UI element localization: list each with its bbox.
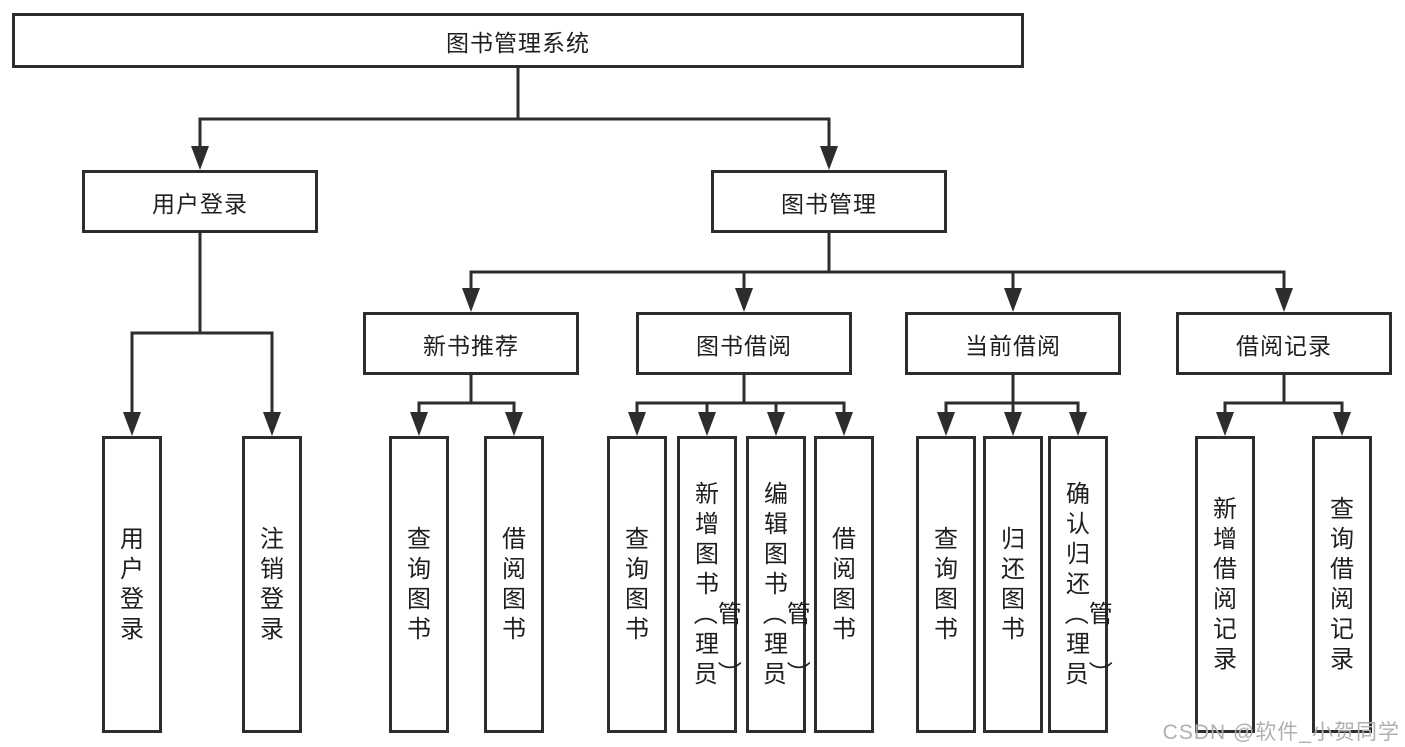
leaf-borrowing-borrow-books: 借阅图书 [814, 436, 874, 733]
leaf-user-login-label: 用户登录 [119, 525, 144, 643]
node-book-borrowing: 图书借阅 [636, 312, 852, 375]
leaf-current-query-books: 查询图书 [916, 436, 976, 733]
leaf-newrec-borrow-books-label: 借阅图书 [501, 525, 526, 643]
leaf-current-query-books-label: 查询图书 [933, 525, 958, 643]
leaf-borrowing-edit-book-admin: 编辑图书︵管理员︶ [746, 436, 811, 733]
leaf-newrec-query-books: 查询图书 [389, 436, 449, 733]
node-book-management: 图书管理 [711, 170, 947, 233]
leaf-newrec-query-books-label: 查询图书 [406, 525, 431, 643]
leaf-records-query-borrow-record-label: 查询借阅记录 [1329, 495, 1354, 673]
leaf-records-query-borrow-record: 查询借阅记录 [1312, 436, 1372, 733]
connector-new-rec-to-leaves [410, 375, 523, 436]
connector-user-login-to-leaves [123, 233, 281, 436]
leaf-logout-label: 注销登录 [259, 525, 284, 643]
node-borrowing-records: 借阅记录 [1176, 312, 1392, 375]
leaf-records-add-borrow-record: 新增借阅记录 [1195, 436, 1255, 733]
node-library-management-system: 图书管理系统 [12, 13, 1024, 68]
leaf-borrowing-query-books-label: 查询图书 [624, 525, 649, 643]
node-user-login: 用户登录 [82, 170, 318, 233]
leaf-borrowing-edit-book-admin-label: 编辑图书︵管理员︶ [762, 480, 811, 688]
leaf-borrowing-borrow-books-label: 借阅图书 [831, 525, 856, 643]
watermark-text: CSDN @软件_小贺同学 [1162, 721, 1400, 744]
connector-borrowing-to-leaves [628, 375, 853, 436]
node-new-book-recommendation: 新书推荐 [363, 312, 579, 375]
connector-records-to-leaves [1216, 375, 1351, 436]
leaf-records-add-borrow-record-label: 新增借阅记录 [1212, 495, 1237, 673]
leaf-user-login: 用户登录 [102, 436, 162, 733]
leaf-borrowing-query-books: 查询图书 [607, 436, 667, 733]
leaf-logout: 注销登录 [242, 436, 302, 733]
connector-book-mgmt-to-level3 [462, 233, 1293, 312]
leaf-borrowing-add-book-admin: 新增图书︵管理员︶ [677, 436, 742, 733]
leaf-current-return-books-label: 归还图书 [1000, 525, 1025, 643]
leaf-current-confirm-return-admin-label: 确认归还︵管理员︶ [1064, 480, 1113, 688]
leaf-current-return-books: 归还图书 [983, 436, 1043, 733]
connector-current-to-leaves [937, 375, 1087, 436]
node-current-borrowing: 当前借阅 [905, 312, 1121, 375]
leaf-borrowing-add-book-admin-label: 新增图书︵管理员︶ [693, 480, 742, 688]
leaf-newrec-borrow-books: 借阅图书 [484, 436, 544, 733]
connector-root-to-level2 [191, 68, 838, 170]
leaf-current-confirm-return-admin: 确认归还︵管理员︶ [1048, 436, 1113, 733]
